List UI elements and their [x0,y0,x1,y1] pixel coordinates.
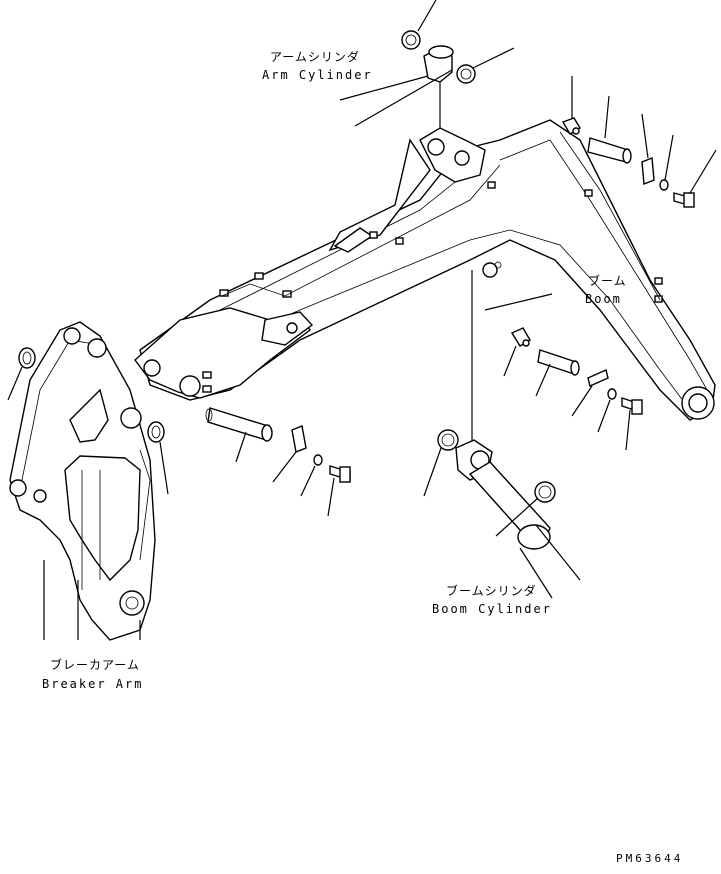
arm-cylinder-label-jp: アームシリンダ [270,50,360,64]
breaker-arm-washer-right [147,421,169,495]
boom-foot-pin [587,95,632,164]
boom-foot-bolt [673,149,717,208]
boom-foot-lock-plate [641,113,655,185]
boom-body [134,119,716,421]
arm-pin-washer [300,454,323,497]
breaker-arm-washer-left [7,347,36,401]
boom-cylinder-label-jp: ブームシリンダ [446,584,537,598]
arm-cylinder-washer-right [456,47,515,84]
boom-cyl-bolt [621,397,643,451]
arm-pin-lock-plate [272,425,307,483]
arm-cylinder [339,45,454,132]
arm-pin-bolt [327,465,351,517]
boom-cyl-grease-fitting [503,327,531,377]
boom-cyl-washer [597,388,617,433]
breaker-arm-label-en: Breaker Arm [42,677,144,691]
boom-foot-grease-fitting [561,76,581,135]
boom-foot-washer [659,134,674,191]
boom-cyl-pin [535,349,580,397]
drawing-number: PM63644 [616,852,684,865]
arm-pin [205,407,273,463]
breaker-arm [9,321,156,641]
boom-cylinder [455,439,581,599]
boom-cyl-lock-plate [571,369,609,417]
boom-label-en: Boom [585,292,622,306]
arm-cylinder-label-en: Arm Cylinder [262,68,373,82]
boom-cylinder-washer-left [423,429,459,497]
arm-cylinder-washer-top [401,0,437,50]
boom-label-jp: ブーム [588,274,627,288]
breaker-arm-label-jp: ブレーカアーム [50,658,140,672]
boom-cylinder-washer-right [495,481,556,537]
boom-cylinder-label-en: Boom Cylinder [432,602,552,616]
